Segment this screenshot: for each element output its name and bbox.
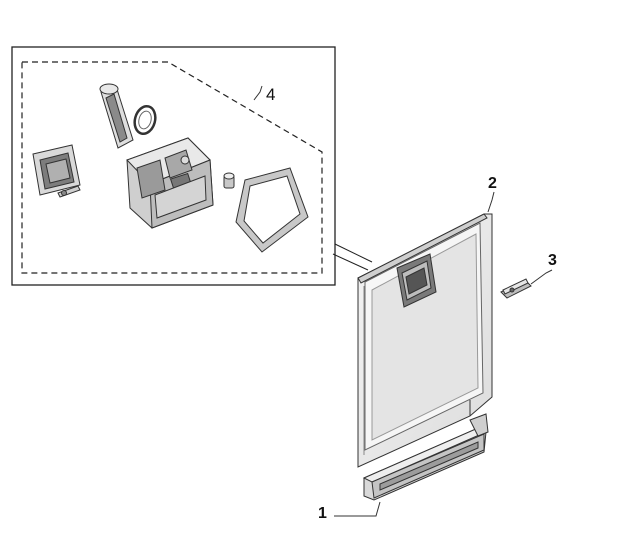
callout-part-1: 1	[318, 505, 327, 522]
small-bracket	[500, 278, 532, 299]
leader-line-2	[487, 191, 495, 213]
callout-part-4: 4	[266, 85, 276, 104]
dispenser-cover-plate	[32, 144, 81, 196]
dispenser-gasket-frame	[235, 167, 309, 253]
dispenser-knob	[223, 172, 235, 189]
leader-lines	[253, 85, 553, 517]
dispenser-pin	[57, 185, 81, 198]
dispenser-lever	[99, 83, 134, 149]
bottom-hinge-bracket	[362, 413, 489, 501]
dispenser-assembly	[32, 83, 309, 253]
detail-inset-frame	[11, 46, 373, 286]
leader-line-4	[253, 85, 263, 101]
callout-part-2: 2	[488, 175, 497, 192]
dispenser-housing	[126, 137, 214, 229]
inner-door-panel	[357, 213, 493, 468]
callout-part-3: 3	[548, 252, 557, 269]
leader-line-1	[334, 501, 381, 517]
dispenser-seal-ring	[133, 104, 157, 136]
leader-line-3	[530, 269, 553, 285]
